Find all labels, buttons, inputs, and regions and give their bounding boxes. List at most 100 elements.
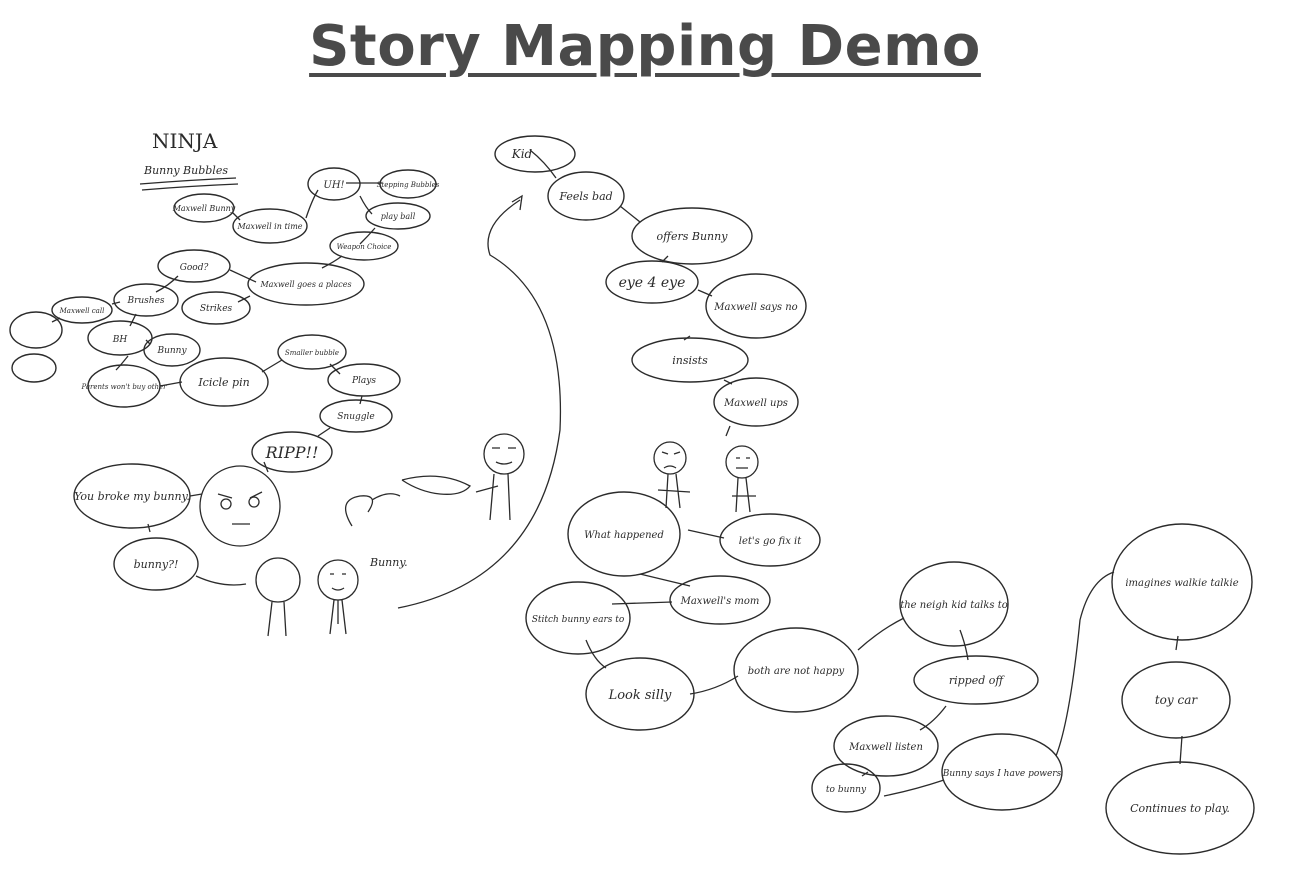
svg-text:Parents won't buy other: Parents won't buy other (80, 383, 167, 391)
node-maxwell-bunny: Maxwell Bunny (172, 193, 236, 223)
node-kid: Kid (494, 135, 576, 173)
svg-text:Icicle pin: Icicle pin (197, 376, 249, 389)
node-maxwell-listen: Maxwell listen (833, 715, 939, 777)
svg-text:Maxwell's mom: Maxwell's mom (680, 596, 760, 607)
node-bh: BH (87, 320, 153, 356)
svg-text:bunny?!: bunny?! (134, 558, 179, 571)
node-insists: insists (631, 337, 749, 383)
svg-text:Maxwell in time: Maxwell in time (236, 222, 302, 231)
node-plays: Plays (327, 363, 401, 397)
node-offers-bunny: offers Bunny (631, 207, 753, 265)
svg-text:Good?: Good? (180, 263, 209, 273)
node-uh: UH! (307, 167, 361, 201)
node-partial-left-bottom (11, 353, 57, 383)
svg-text:Maxwell goes a places: Maxwell goes a places (259, 280, 351, 289)
svg-text:Plays: Plays (351, 376, 376, 386)
stick-figure-worried (653, 441, 691, 509)
svg-text:play ball: play ball (381, 212, 416, 221)
left-cluster: NINJA Bunny Bubbles Maxwell Bunny Maxwel… (9, 129, 525, 637)
label-bunny: Bunny. (369, 556, 408, 569)
node-strikes: Strikes (181, 291, 251, 325)
svg-text:Bunny: Bunny (156, 346, 187, 356)
node-parents-won-t-buy-other: Parents won't buy other (80, 364, 167, 408)
svg-text:RIPP!!: RIPP!! (265, 443, 319, 462)
node-bunny-exclaim: bunny?! (113, 537, 199, 591)
svg-text:Smaller bubble: Smaller bubble (285, 349, 339, 357)
svg-text:Weapon Choice: Weapon Choice (337, 243, 392, 251)
stick-figure-angry-face (199, 465, 281, 547)
node-smaller-bubble: Smaller bubble (277, 334, 347, 370)
svg-text:the neigh kid talks to: the neigh kid talks to (900, 600, 1008, 611)
svg-text:What happened: What happened (584, 530, 664, 541)
svg-text:Continues to play.: Continues to play. (1130, 802, 1230, 815)
node-what-happened: What happened (567, 491, 681, 577)
svg-text:Maxwell call: Maxwell call (59, 307, 105, 315)
stick-figure-child-left (255, 557, 301, 637)
node-maxwell-goes-a-places: Maxwell goes a places (247, 262, 365, 306)
node-ripp: RIPP!! (251, 431, 333, 473)
stick-figure-standing (475, 433, 525, 521)
svg-text:Bunny says I have powers: Bunny says I have powers (942, 769, 1062, 779)
node-eye-4-eye: eye 4 eye (605, 260, 699, 304)
node-you-broke-my-bunny: You broke my bunny. (73, 463, 191, 529)
svg-text:UH!: UH! (323, 180, 344, 191)
svg-text:eye 4 eye: eye 4 eye (619, 275, 686, 291)
node-brushes: Brushes (113, 283, 179, 317)
node-imagines-walkie-talkie: imagines walkie talkie (1111, 523, 1253, 641)
svg-text:Feels bad: Feels bad (558, 190, 612, 203)
svg-text:imagines walkie talkie: imagines walkie talkie (1125, 578, 1238, 589)
node-lets-go-fix-it: let's go fix it (719, 513, 821, 567)
node-bunny-says-i-have-powers: Bunny says I have powers (941, 733, 1063, 811)
svg-text:offers Bunny: offers Bunny (657, 230, 729, 243)
node-good: Good? (157, 249, 231, 283)
node-both-are-not-happy: both are not happy (733, 627, 859, 713)
svg-text:ripped off: ripped off (949, 674, 1006, 687)
node-snuggle: Snuggle (319, 399, 393, 433)
cluster-heading: NINJA (152, 129, 218, 153)
svg-text:Maxwell Bunny: Maxwell Bunny (172, 204, 236, 213)
node-to-bunny: to bunny (811, 763, 881, 813)
stick-figure-child-right (317, 559, 359, 635)
svg-text:Brushes: Brushes (126, 296, 164, 306)
svg-text:Stepping Bubbles: Stepping Bubbles (377, 181, 440, 189)
node-stitch-bunny-ears-to: Stitch bunny ears to (525, 581, 631, 655)
right-cluster: the neigh kid talks to ripped off Maxwel… (811, 523, 1255, 855)
svg-text:Maxwell says no: Maxwell says no (713, 302, 797, 313)
svg-text:Snuggle: Snuggle (337, 412, 375, 422)
node-maxwells-mom: Maxwell's mom (669, 575, 771, 625)
node-the-neigh-kid-talks-to: the neigh kid talks to (899, 561, 1009, 647)
svg-text:toy car: toy car (1155, 693, 1199, 707)
stick-figure-calm (725, 445, 759, 513)
node-play-ball: play ball (365, 202, 431, 230)
node-feels-bad: Feels bad (547, 171, 625, 221)
svg-text:let's go fix it: let's go fix it (739, 536, 802, 547)
svg-text:Kid: Kid (511, 147, 533, 161)
node-bunny: Bunny (143, 333, 201, 367)
middle-cluster: Kid Feels bad offers Bunny eye 4 eye Max… (494, 135, 859, 731)
node-ripped-off: ripped off (913, 655, 1039, 705)
svg-text:You broke my bunny.: You broke my bunny. (74, 490, 190, 503)
svg-text:Look silly: Look silly (608, 688, 672, 703)
svg-text:insists: insists (672, 354, 708, 367)
cluster-subheading: Bunny Bubbles (143, 164, 228, 177)
svg-text:Stitch bunny ears to: Stitch bunny ears to (532, 615, 625, 625)
node-maxwell-call: Maxwell call (51, 296, 113, 324)
node-stepping-bubbles: Stepping Bubbles (377, 169, 440, 199)
bunny-toy-doodle (344, 475, 471, 527)
svg-text:Strikes: Strikes (200, 304, 233, 314)
node-icicle-pin: Icicle pin (179, 357, 269, 407)
node-maxwell-says-no: Maxwell says no (705, 273, 807, 339)
svg-text:Maxwell listen: Maxwell listen (848, 742, 923, 753)
node-weapon-choice: Weapon Choice (329, 231, 399, 261)
svg-text:to bunny: to bunny (826, 785, 867, 795)
svg-text:BH: BH (112, 335, 128, 345)
page-title: Story Mapping Demo (309, 14, 981, 79)
svg-text:both are not happy: both are not happy (748, 666, 845, 677)
node-look-silly: Look silly (585, 657, 695, 731)
node-partial-left-top (9, 311, 63, 349)
node-continues-to-play: Continues to play. (1105, 761, 1255, 855)
svg-text:Maxwell ups: Maxwell ups (723, 398, 788, 409)
node-toy-car: toy car (1121, 661, 1231, 739)
node-maxwell-in-time: Maxwell in time (232, 208, 308, 244)
